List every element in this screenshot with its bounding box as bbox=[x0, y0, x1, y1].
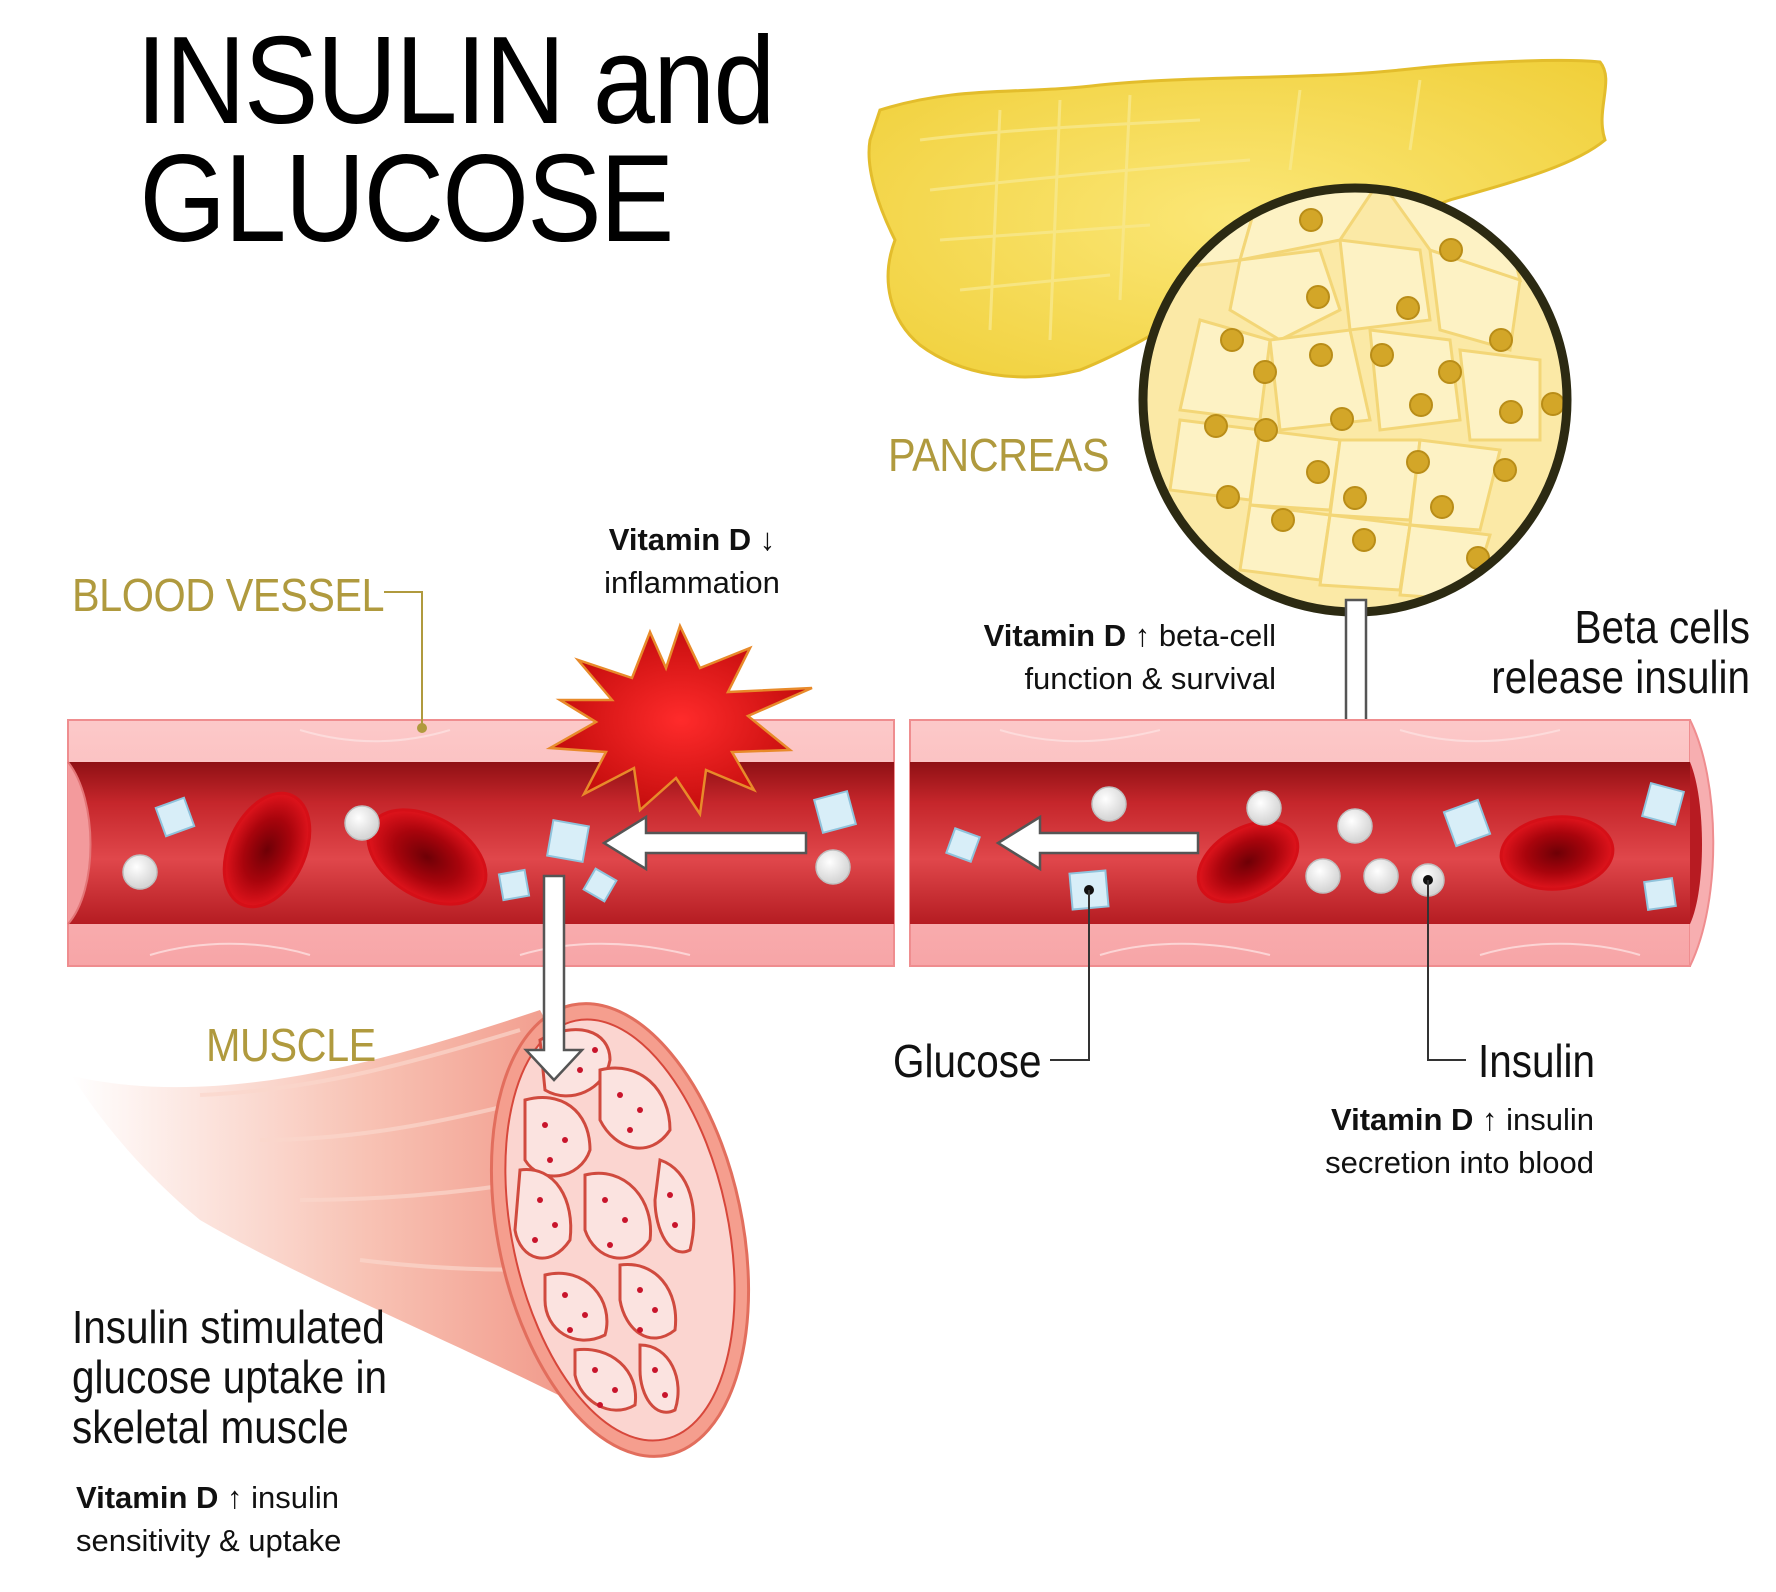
flow-arrow-right bbox=[995, 814, 1200, 872]
arrow-up-icon: ↑ bbox=[227, 1480, 243, 1515]
beta-cells-line-1: Beta cells bbox=[1574, 601, 1750, 653]
label-blood-vessel: BLOOD VESSEL bbox=[72, 569, 385, 621]
uptake-line-3: skeletal muscle bbox=[72, 1401, 349, 1453]
uptake-line-2: glucose uptake in bbox=[72, 1351, 388, 1403]
arrow-up-icon: ↑ bbox=[1482, 1102, 1498, 1137]
flow-arrow-left bbox=[601, 814, 808, 872]
note-sensitivity-rest: insulin bbox=[242, 1480, 340, 1515]
note-secretion: Vitamin D ↑ insulin secretion into blood bbox=[1220, 1098, 1594, 1184]
red-blood-cells bbox=[222, 791, 1615, 909]
note-beta-cell-rest: beta-cell bbox=[1150, 618, 1276, 653]
note-beta-cell-bold: Vitamin D bbox=[983, 618, 1127, 653]
uptake-line-1: Insulin stimulated bbox=[72, 1301, 385, 1353]
note-secretion-rest: insulin bbox=[1497, 1102, 1594, 1137]
inflammation-burst bbox=[545, 622, 813, 818]
insulin-molecules bbox=[122, 786, 1445, 897]
leader-lines bbox=[1050, 880, 1466, 1061]
page-title: INSULIN and GLUCOSE bbox=[136, 12, 776, 268]
label-insulin: Insulin bbox=[1478, 1035, 1596, 1087]
note-secretion-bold: Vitamin D bbox=[1330, 1102, 1474, 1137]
label-pancreas: PANCREAS bbox=[888, 429, 1110, 481]
note-inflammation: Vitamin D ↓ inflammation bbox=[592, 518, 792, 604]
note-sensitivity: Vitamin D ↑ insulin sensitivity & uptake bbox=[76, 1476, 341, 1562]
arrow-down-icon: ↓ bbox=[759, 522, 776, 557]
label-beta-cells: Beta cells release insulin bbox=[1442, 602, 1750, 702]
note-beta-cell: Vitamin D ↑ beta-cell function & surviva… bbox=[900, 614, 1276, 700]
label-muscle: MUSCLE bbox=[206, 1019, 376, 1071]
beta-cells-magnifier bbox=[1138, 183, 1572, 617]
note-secretion-line2: secretion into blood bbox=[1325, 1145, 1594, 1180]
title-line-1: INSULIN and bbox=[136, 12, 776, 150]
note-sensitivity-line2: sensitivity & uptake bbox=[76, 1523, 342, 1558]
label-glucose-uptake: Insulin stimulated glucose uptake in ske… bbox=[72, 1302, 387, 1452]
note-beta-cell-line2: function & survival bbox=[1024, 661, 1276, 696]
muscle-bundle bbox=[72, 1002, 751, 1458]
label-glucose: Glucose bbox=[893, 1035, 1042, 1087]
arrow-up-icon: ↑ bbox=[1134, 618, 1151, 653]
title-line-2: GLUCOSE bbox=[139, 130, 674, 268]
glucose-uptake-arrow bbox=[523, 874, 585, 1082]
beta-cells-line-2: release insulin bbox=[1491, 651, 1750, 703]
note-inflammation-bold: Vitamin D bbox=[608, 522, 752, 557]
blood-vessel-leader bbox=[384, 591, 427, 733]
note-sensitivity-bold: Vitamin D bbox=[76, 1480, 219, 1515]
note-inflammation-line2: inflammation bbox=[604, 565, 780, 600]
